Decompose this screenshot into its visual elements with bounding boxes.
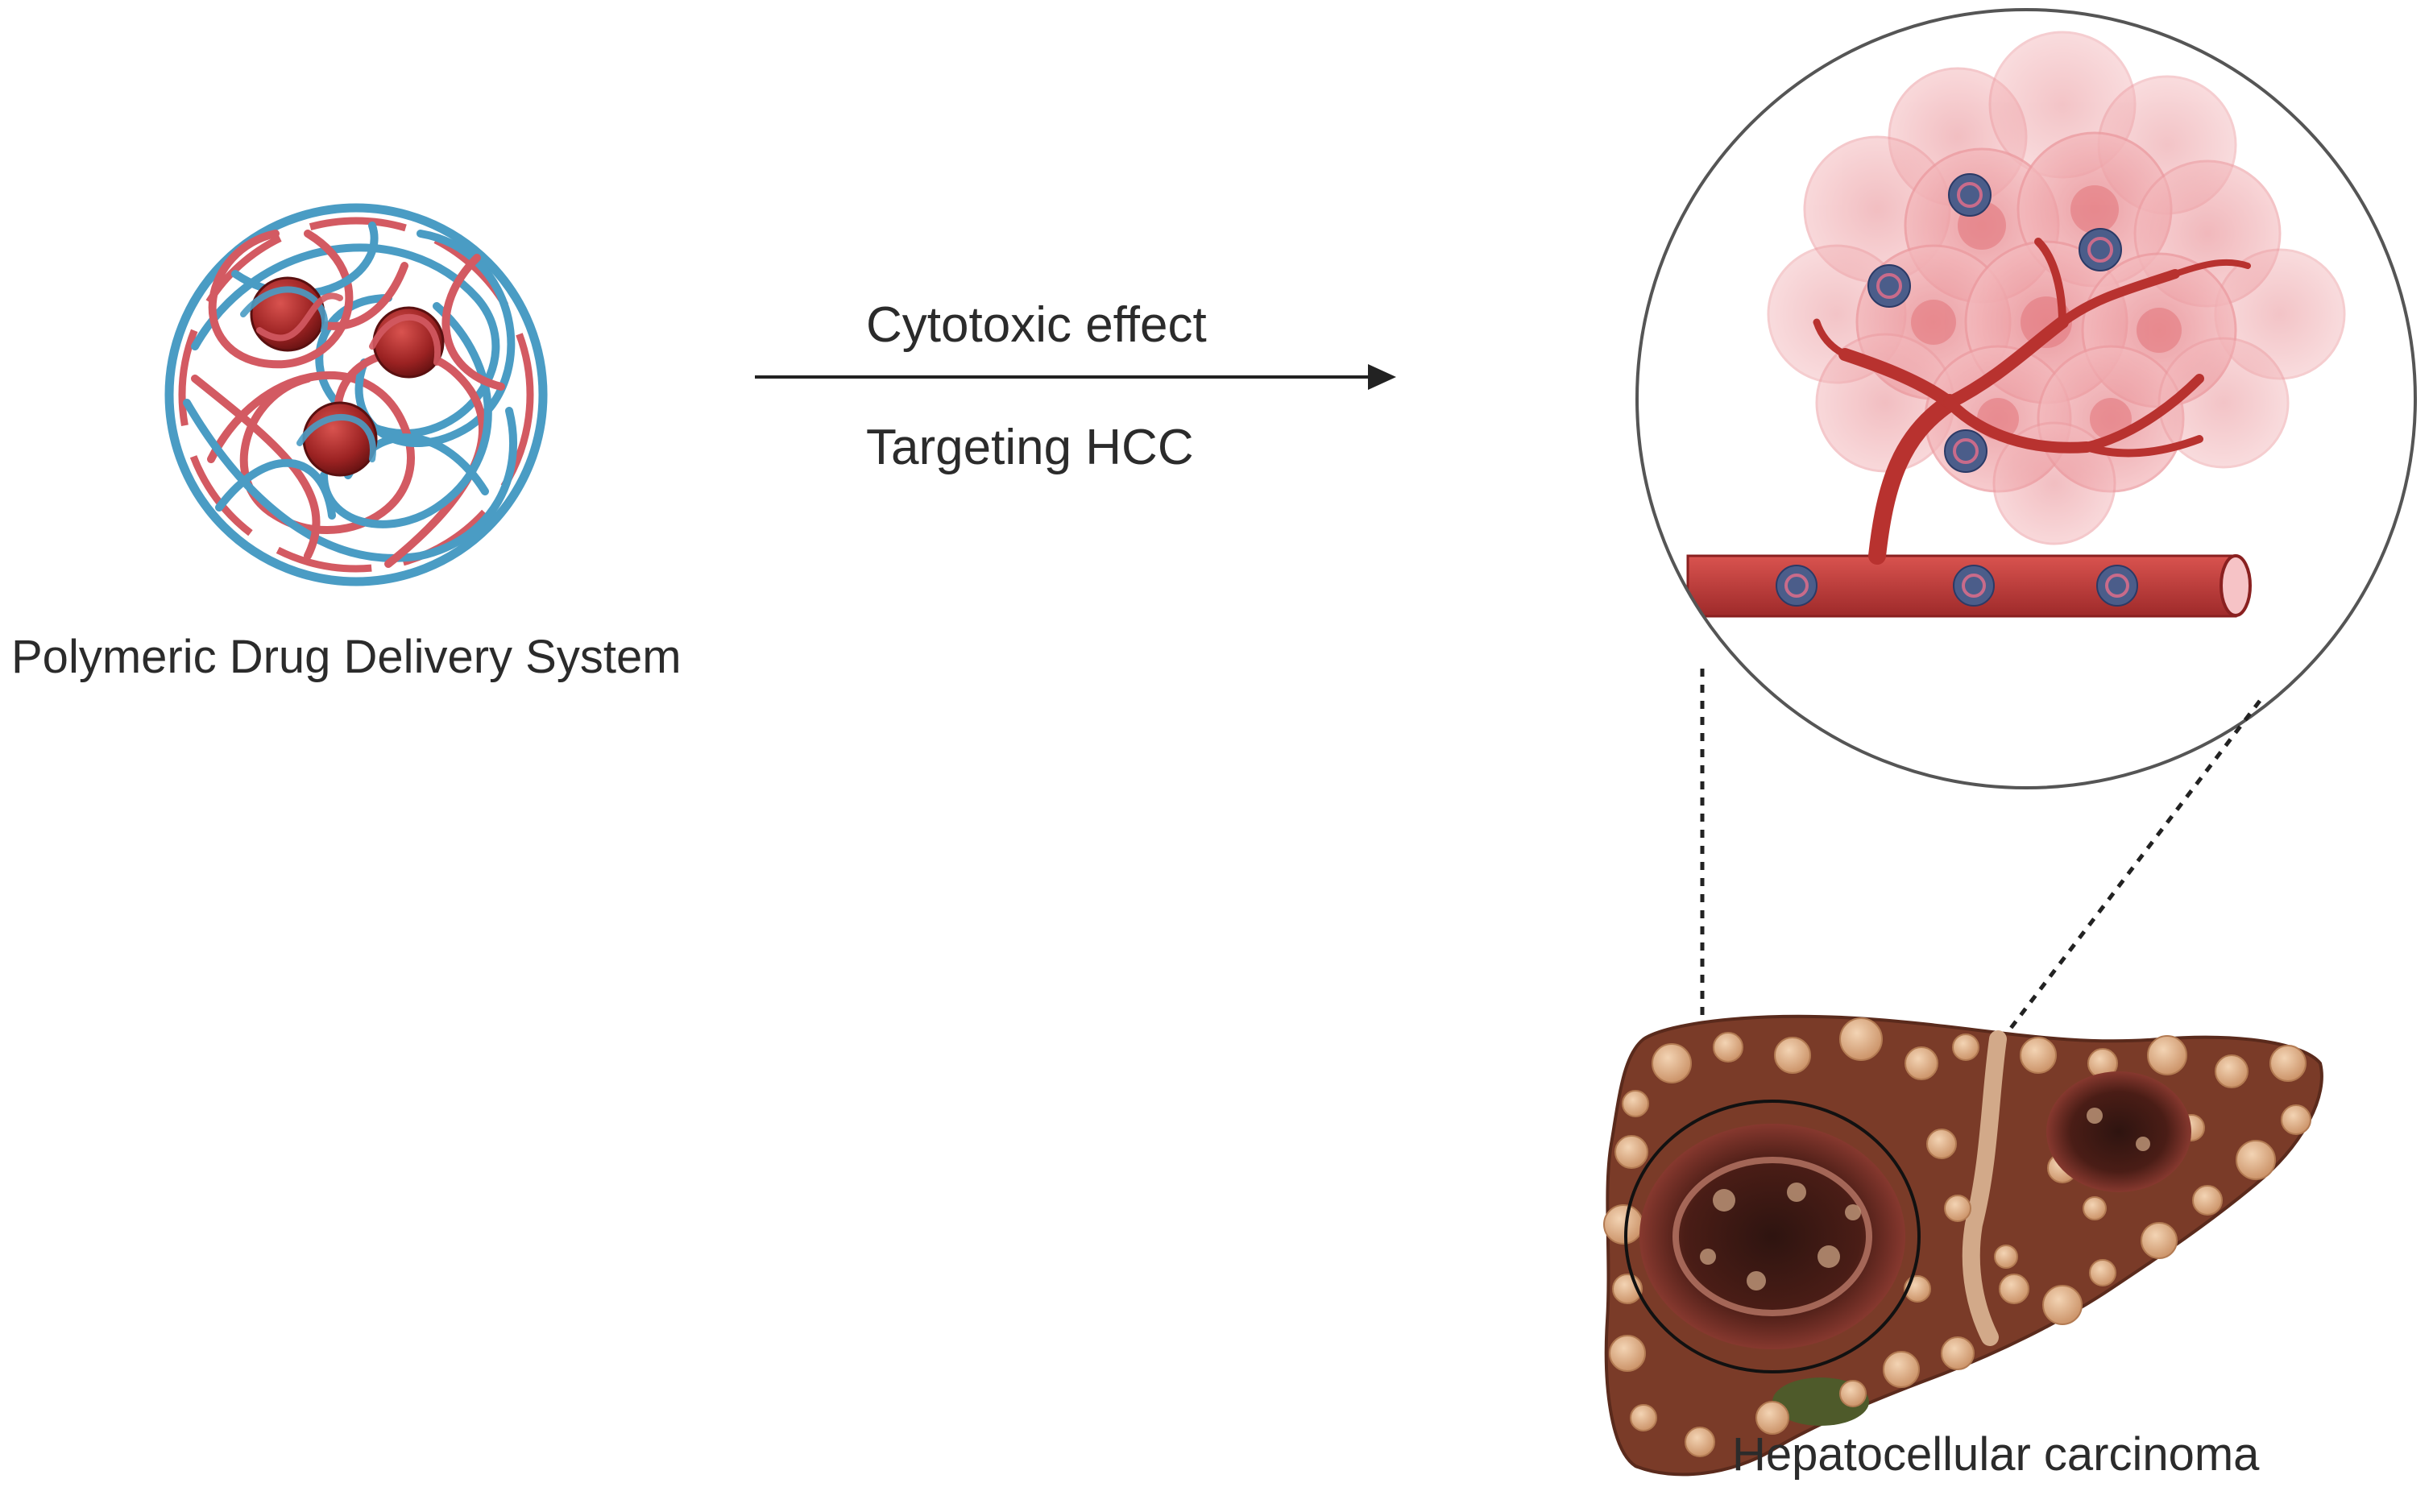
polymeric-nanoparticle-icon [164, 203, 548, 586]
arrow [755, 364, 1396, 390]
nanoparticle-markers [1776, 173, 2138, 607]
secondary-lesion [2046, 1071, 2191, 1192]
nanoparticle-label: Polymeric Drug Delivery System [11, 631, 682, 683]
arrow-label-bottom: Targeting HCC [866, 420, 1194, 475]
zoom-circle [1635, 8, 2417, 789]
liver-label: Hepatocellular carcinoma [1732, 1428, 2260, 1481]
tumor-lesion [1639, 1124, 1905, 1349]
liver-icon [1603, 1014, 2323, 1477]
arrow-label-top: Cytotoxic effect [866, 297, 1207, 353]
